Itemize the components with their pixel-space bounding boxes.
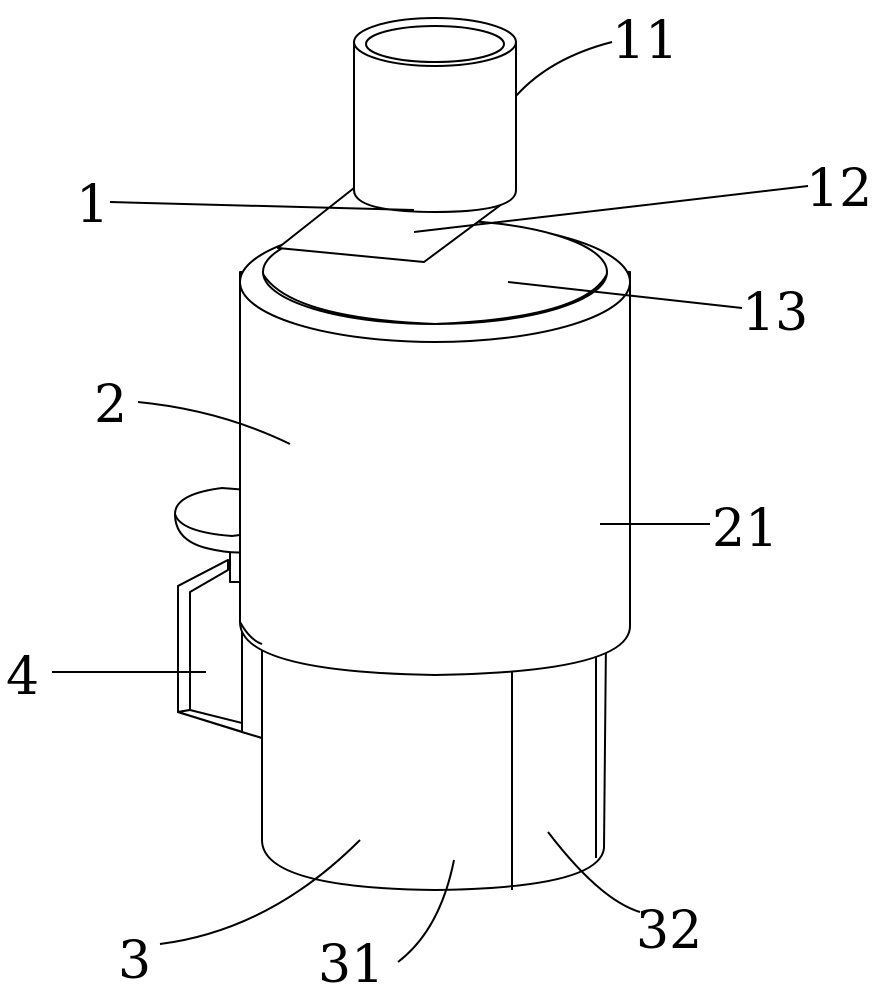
top-pipe	[353, 17, 517, 213]
label-32: 32	[636, 901, 702, 961]
lower-cylinder	[261, 639, 607, 891]
label-4: 4	[6, 647, 39, 707]
label-3: 3	[118, 931, 151, 991]
leader-3	[159, 839, 361, 945]
label-11: 11	[612, 11, 678, 71]
label-31: 31	[318, 935, 384, 995]
leader-32	[547, 831, 641, 913]
pipe-inner-rim	[365, 25, 505, 63]
label-21: 21	[712, 499, 778, 559]
leader-11	[515, 41, 613, 97]
leader-31	[397, 859, 455, 963]
label-13: 13	[742, 283, 808, 343]
leader-13	[507, 281, 743, 309]
reference-numerals: 11 1 12 13 2 21 4 3 31 32	[6, 11, 872, 995]
label-2: 2	[94, 375, 127, 435]
leader-1	[109, 201, 415, 211]
leader-lines	[52, 41, 809, 963]
label-1: 1	[76, 175, 109, 235]
leader-2	[137, 401, 291, 445]
leader-12	[413, 185, 809, 233]
label-12: 12	[806, 159, 872, 219]
